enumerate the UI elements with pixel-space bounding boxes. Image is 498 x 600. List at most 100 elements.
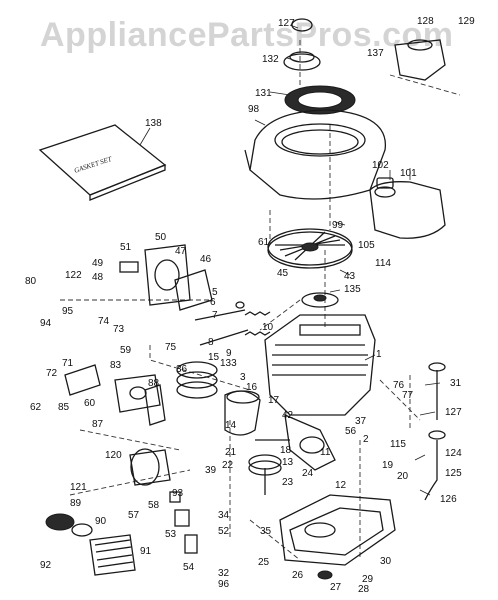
part-label: 73: [113, 324, 125, 335]
part-label: 31: [450, 378, 462, 389]
muffler: [129, 448, 171, 486]
part-label: 52: [218, 526, 230, 537]
part-label: 131: [255, 88, 272, 99]
gasket-set-label: GASKET SET: [73, 155, 114, 175]
part-label: 56: [345, 426, 357, 437]
part-label: 39: [205, 465, 217, 476]
part-label: 16: [246, 382, 258, 393]
sump-base: [279, 494, 396, 566]
part-label: 53: [165, 529, 177, 540]
part-label: 30: [380, 556, 392, 567]
gasket-set-envelope: GASKET SET: [38, 124, 167, 201]
fuel-tank: [369, 177, 446, 239]
part-label: 80: [25, 276, 37, 287]
part-label: 132: [262, 54, 279, 65]
part-label: 128: [417, 16, 434, 27]
part-label: 19: [382, 460, 394, 471]
part-label: 94: [40, 318, 52, 329]
part-label: 133: [220, 358, 237, 369]
part-label: 50: [155, 232, 167, 243]
rotating-screen: [284, 85, 356, 115]
part-label: 60: [84, 398, 96, 409]
cylinder-block: [264, 314, 376, 416]
part-label: 26: [292, 570, 304, 581]
part-label: 36: [176, 364, 188, 375]
dipstick: [424, 362, 446, 501]
part-label: 11: [320, 447, 331, 458]
part-label: 61: [258, 237, 270, 248]
part-label: 45: [277, 268, 289, 279]
governor-bracket: [144, 384, 166, 426]
part-label: 88: [148, 378, 160, 389]
air-filter: [45, 513, 136, 576]
part-label: 135: [344, 284, 361, 295]
part-label: 32: [218, 568, 230, 579]
part-label: 87: [92, 419, 104, 430]
part-label: 72: [46, 368, 58, 379]
part-label: 7: [212, 310, 218, 321]
part-label: 85: [58, 402, 70, 413]
part-label: 22: [222, 460, 234, 471]
part-label: 27: [330, 582, 342, 593]
part-label: 21: [225, 447, 237, 458]
part-label: 127: [278, 18, 295, 29]
part-label: 5: [212, 287, 218, 298]
part-label: 42: [282, 410, 294, 421]
part-label: 126: [440, 494, 457, 505]
part-label: 48: [92, 272, 104, 283]
part-label: 89: [70, 498, 82, 509]
part-label: 121: [70, 482, 87, 493]
part-label: 74: [98, 316, 110, 327]
part-label: 102: [372, 160, 389, 171]
part-label: 105: [358, 240, 375, 251]
part-label: 71: [62, 358, 74, 369]
part-label: 54: [183, 562, 195, 573]
crankshaft: [255, 413, 336, 471]
part-label: 37: [355, 416, 367, 427]
part-label: 17: [268, 395, 280, 406]
starter-cup: [283, 18, 321, 71]
part-label: 25: [258, 557, 270, 568]
part-label: 92: [40, 560, 52, 571]
part-label: 46: [200, 254, 212, 265]
piston-rings: [176, 361, 218, 399]
part-label: 3: [240, 372, 246, 383]
part-label: 120: [105, 450, 122, 461]
watermark: AppliancePartsPros.com: [40, 16, 454, 54]
part-label: 76: [393, 380, 405, 391]
part-label: 14: [225, 420, 237, 431]
part-label: 138: [145, 118, 162, 129]
part-label: 23: [282, 477, 294, 488]
part-label: 8: [208, 337, 214, 348]
part-label: 91: [140, 546, 152, 557]
part-label: 125: [445, 468, 462, 479]
piston: [224, 390, 261, 436]
part-numbers: 138 127 128 129 137 132 131 98 102 101 9…: [25, 16, 475, 595]
part-label: 99: [332, 220, 344, 231]
part-label: 43: [344, 271, 356, 282]
part-label: 77: [402, 390, 414, 401]
part-label: 96: [218, 579, 230, 590]
part-label: 10: [262, 322, 274, 333]
part-label: 24: [302, 468, 314, 479]
part-label: 9: [226, 348, 232, 359]
part-label: 62: [30, 402, 42, 413]
part-label: 1: [376, 349, 382, 360]
part-label: 127: [445, 407, 462, 418]
part-label: 18: [280, 445, 292, 456]
part-label: 13: [282, 457, 294, 468]
part-label: 15: [208, 352, 220, 363]
part-label: 6: [210, 297, 216, 308]
part-label: 47: [175, 246, 187, 257]
valve-assembly: [194, 301, 271, 346]
part-label: 49: [92, 258, 104, 269]
part-label: 57: [128, 510, 140, 521]
part-label: 29: [362, 574, 374, 585]
assembly-guide-lines: [60, 40, 461, 561]
intake-gasket: [174, 269, 213, 311]
part-label: 115: [390, 439, 406, 450]
part-label: 58: [148, 500, 160, 511]
part-label: 20: [397, 471, 409, 482]
